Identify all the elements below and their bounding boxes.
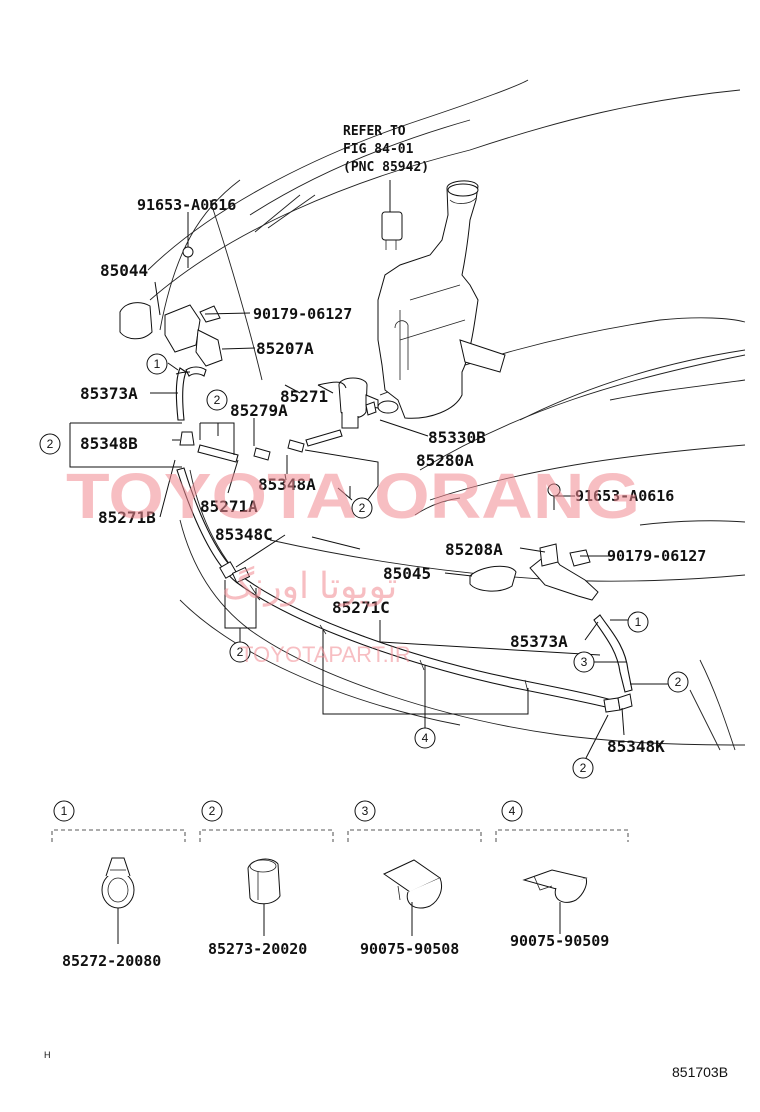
svg-text:1: 1 [154,357,161,371]
callout-2-c: 2 [351,497,373,519]
label-85271C: 85271C [332,598,390,617]
refer-note: REFER TO FIG 84-01 (PNC 85942) [343,124,429,175]
hose-clip-icon [382,859,443,909]
label-85271B: 85271B [98,508,156,527]
svg-text:2: 2 [359,501,366,515]
legend-part-4: 90075-90509 [510,932,609,950]
washer-pump [338,377,399,429]
label-85348K: 85348K [607,737,665,756]
part-labels: 91653-A0616 85044 90179-06127 85207A 853… [80,196,706,756]
footer: H 851703B [44,1050,728,1080]
legend-num-1: 1 [61,804,68,818]
label-85207A: 85207A [256,339,314,358]
legend-item-2: 2 85273-20020 [201,800,307,958]
watermark: TOYOTA ORANG تویوتا اورنگ TOYOTAPART.IR [66,460,640,667]
label-85348C: 85348C [215,525,273,544]
svg-text:4: 4 [422,731,429,745]
label-85348B: 85348B [80,434,138,453]
label-85280A: 85280A [416,451,474,470]
legend-num-4: 4 [509,804,516,818]
car-body-outline [147,79,746,751]
callouts: 1 2 2 2 2 1 3 2 [39,353,689,779]
washer-tank [377,180,506,419]
footer-mark: H [44,1050,51,1060]
svg-text:2: 2 [237,645,244,659]
watermark-site: TOYOTAPART.IR [240,642,411,667]
svg-text:1: 1 [635,615,642,629]
label-85373A-right: 85373A [510,632,568,651]
refer-line-2: FIG 84-01 [343,142,414,157]
watermark-persian: تویوتا اورنگ [222,565,397,607]
legend-part-1: 85272-20080 [62,952,161,970]
right-nozzle-assembly [469,483,599,601]
label-85373A-left: 85373A [80,384,138,403]
callout-1-b: 1 [627,611,649,633]
legend: 1 85272-20080 2 85273-20020 3 [51,800,629,970]
label-85208A: 85208A [445,540,503,559]
label-85044: 85044 [100,261,148,280]
svg-text:2: 2 [47,437,54,451]
legend-item-1: 1 85272-20080 [53,800,161,970]
label-91653-right: 91653-A0616 [575,487,674,505]
label-90179-right: 90179-06127 [607,547,706,565]
label-85045: 85045 [383,564,431,583]
refer-line-3: (PNC 85942) [343,160,429,175]
svg-text:2: 2 [675,675,682,689]
callout-3: 3 [573,651,595,673]
legend-item-3: 3 90075-90508 [354,800,459,958]
leader-lines [69,180,668,759]
hose-clamp-icon [101,857,135,909]
callout-1-a: 1 [146,353,168,375]
svg-text:2: 2 [214,393,221,407]
refer-line-1: REFER TO [343,124,406,139]
hoses [176,401,633,713]
callout-2-d: 2 [229,641,251,663]
legend-num-3: 3 [362,804,369,818]
left-nozzle-assembly [119,246,223,421]
watermark-brand: TOYOTA ORANG [66,460,640,532]
legend-num-2: 2 [209,804,216,818]
callout-2-b: 2 [39,433,61,455]
label-85271A: 85271A [200,497,258,516]
hose-sleeve-icon [247,858,281,905]
label-85271: 85271 [280,387,328,406]
legend-item-4: 4 90075-90509 [501,800,609,950]
label-85348A: 85348A [258,475,316,494]
callout-2-e: 2 [667,671,689,693]
hose-clip-double-icon [522,869,588,903]
label-90179-left: 90179-06127 [253,305,352,323]
label-91653-left: 91653-A0616 [137,196,236,214]
legend-part-2: 85273-20020 [208,940,307,958]
label-85330B: 85330B [428,428,486,447]
callout-2-f: 2 [572,757,594,779]
legend-part-3: 90075-90508 [360,940,459,958]
callout-4: 4 [414,727,436,749]
svg-text:3: 3 [581,655,588,669]
figure-code: 851703B [672,1064,728,1080]
label-85279A: 85279A [230,401,288,420]
callout-2-a: 2 [206,389,228,411]
svg-text:2: 2 [580,761,587,775]
